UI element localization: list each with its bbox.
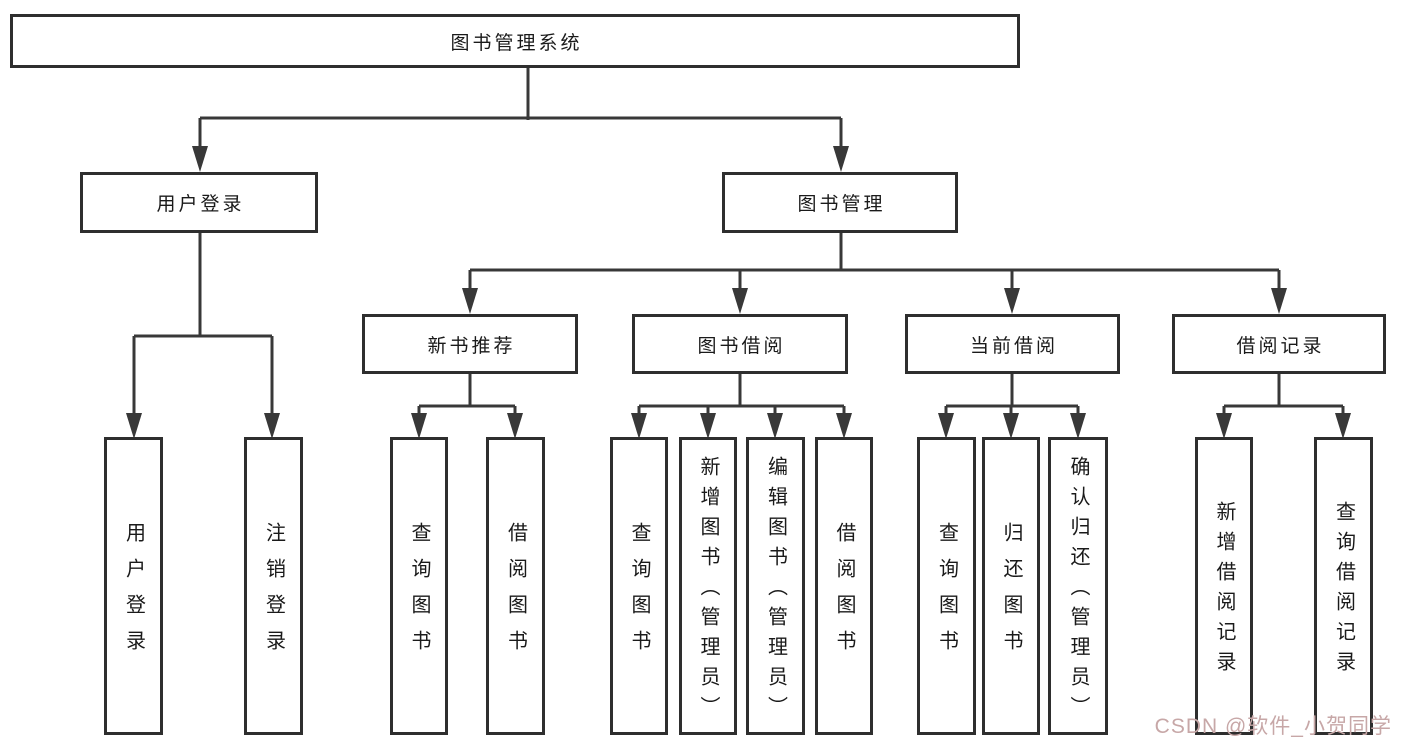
node-leaf-cb-return-book: 归还图书 — [982, 437, 1040, 735]
node-leaf-cb-return-book-label: 归还图书 — [1000, 522, 1022, 666]
node-leaf-bb-query-book: 查询图书 — [610, 437, 668, 735]
node-root-label: 图书管理系统 — [450, 32, 583, 54]
watermark: CSDN @软件_小贺同学 — [1154, 715, 1392, 738]
node-book-management: 图书管理 — [722, 172, 958, 233]
connector-paths — [132, 68, 1345, 415]
node-leaf-br-add-record: 新增借阅记录 — [1195, 437, 1253, 735]
arrowhead-icons — [126, 146, 1351, 439]
node-leaf-logout: 注销登录 — [244, 437, 303, 735]
node-leaf-logout-label: 注销登录 — [262, 522, 285, 666]
node-book-management-label: 图书管理 — [797, 194, 886, 215]
node-leaf-bb-borrow-book-label: 借阅图书 — [833, 522, 855, 666]
node-leaf-cb-confirm-return-label: 确认归还（管理员） — [1067, 456, 1089, 726]
node-new-book-recommend: 新书推荐 — [362, 314, 578, 374]
node-borrow-record: 借阅记录 — [1172, 314, 1386, 374]
node-leaf-cb-query-book: 查询图书 — [917, 437, 976, 735]
node-leaf-bb-query-book-label: 查询图书 — [628, 522, 650, 666]
node-leaf-user-login-label: 用户登录 — [122, 522, 145, 666]
node-leaf-br-query-record-label: 查询借阅记录 — [1332, 501, 1355, 681]
node-leaf-nbr-borrow-book-label: 借阅图书 — [504, 522, 527, 666]
node-leaf-bb-edit-book: 编辑图书（管理员） — [746, 437, 805, 735]
node-current-borrow: 当前借阅 — [905, 314, 1120, 374]
node-leaf-br-add-record-label: 新增借阅记录 — [1213, 501, 1235, 681]
node-leaf-bb-borrow-book: 借阅图书 — [815, 437, 873, 735]
node-leaf-cb-query-book-label: 查询图书 — [935, 522, 958, 666]
node-leaf-bb-add-book: 新增图书（管理员） — [679, 437, 737, 735]
node-book-borrow-label: 图书借阅 — [697, 335, 786, 357]
node-leaf-user-login: 用户登录 — [104, 437, 163, 735]
node-leaf-bb-add-book-label: 新增图书（管理员） — [697, 456, 719, 726]
node-leaf-nbr-query-book-label: 查询图书 — [408, 522, 430, 666]
node-leaf-bb-edit-book-label: 编辑图书（管理员） — [764, 456, 787, 726]
node-root: 图书管理系统 — [10, 14, 1020, 68]
node-borrow-record-label: 借阅记录 — [1236, 335, 1325, 357]
node-new-book-recommend-label: 新书推荐 — [427, 335, 516, 357]
node-current-borrow-label: 当前借阅 — [969, 335, 1058, 357]
node-leaf-nbr-borrow-book: 借阅图书 — [486, 437, 545, 735]
node-leaf-cb-confirm-return: 确认归还（管理员） — [1048, 437, 1108, 735]
node-user-login-label: 用户登录 — [156, 194, 245, 215]
node-user-login: 用户登录 — [80, 172, 318, 233]
node-leaf-nbr-query-book: 查询图书 — [390, 437, 448, 735]
node-leaf-br-query-record: 查询借阅记录 — [1314, 437, 1373, 735]
node-book-borrow: 图书借阅 — [632, 314, 848, 374]
